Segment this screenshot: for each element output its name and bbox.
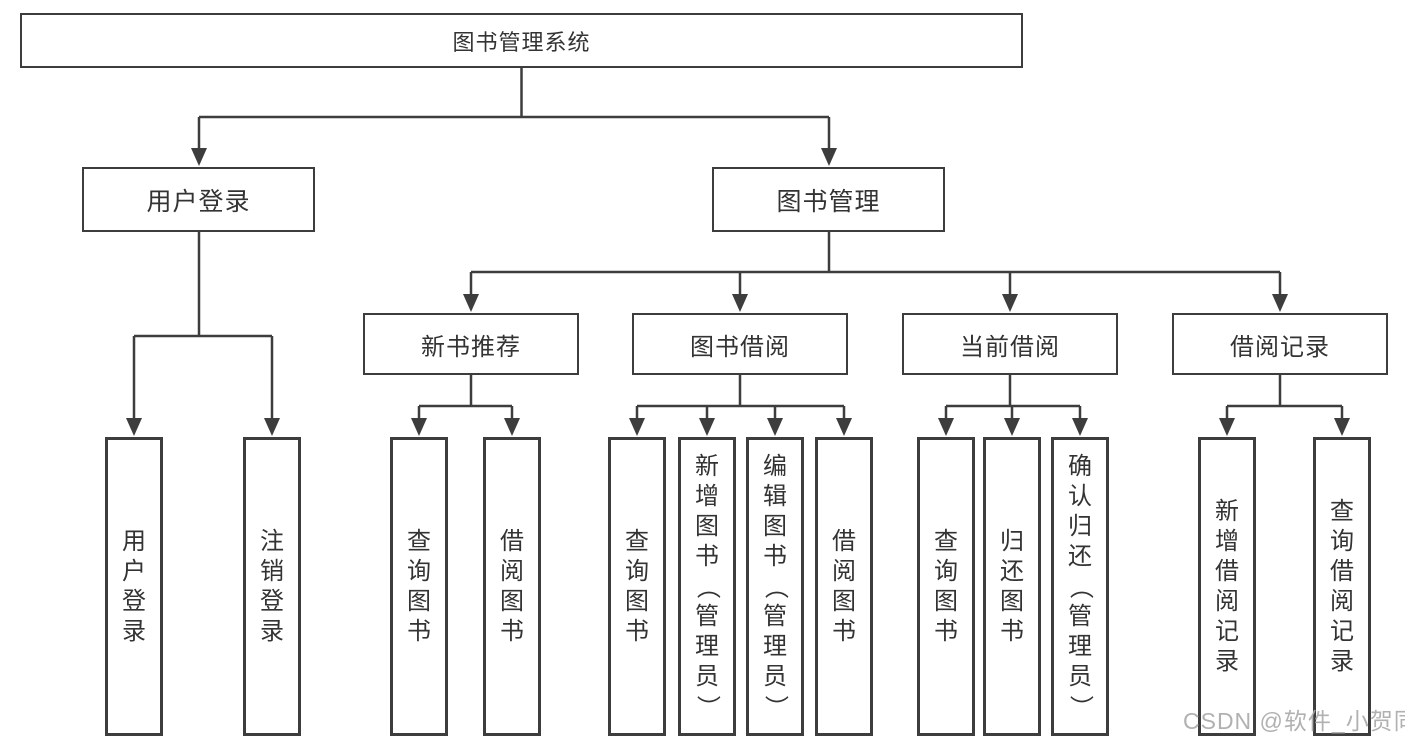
node-current-borrow-label: 当前借阅 — [960, 333, 1060, 361]
tree-branch-lines — [132, 68, 1344, 420]
leaf-query-books-recommend: 查询图书 — [390, 437, 448, 736]
node-root-label: 图书管理系统 — [452, 29, 591, 55]
leaf-borrow-books-recommend: 借阅图书 — [483, 437, 541, 736]
leaf-confirm-return-admin: 确认归还（管理员） — [1051, 437, 1109, 736]
leaf-logout: 注销登录 — [243, 437, 301, 736]
node-user-login: 用户登录 — [82, 167, 315, 232]
node-book-borrow-label: 图书借阅 — [690, 333, 790, 361]
node-user-login-label: 用户登录 — [146, 187, 251, 216]
node-new-book-recommend: 新书推荐 — [363, 313, 579, 375]
node-root: 图书管理系统 — [20, 13, 1023, 68]
node-book-borrow: 图书借阅 — [632, 313, 848, 375]
leaf-add-books-admin: 新增图书（管理员） — [678, 437, 736, 736]
node-book-management: 图书管理 — [712, 167, 945, 232]
leaf-return-books: 归还图书 — [983, 437, 1041, 736]
node-current-borrow: 当前借阅 — [902, 313, 1118, 375]
leaf-add-borrow-record: 新增借阅记录 — [1198, 437, 1256, 736]
node-book-management-label: 图书管理 — [776, 187, 881, 216]
leaf-query-books-current: 查询图书 — [917, 437, 975, 736]
arrowhead-icons — [126, 148, 1350, 436]
node-borrow-records-label: 借阅记录 — [1230, 333, 1330, 361]
leaf-edit-books-admin: 编辑图书（管理员） — [746, 437, 804, 736]
watermark: CSDN @软件_小贺同学 — [1183, 708, 1405, 734]
leaf-query-books-borrow: 查询图书 — [608, 437, 666, 736]
leaf-borrow-books: 借阅图书 — [815, 437, 873, 736]
node-borrow-records: 借阅记录 — [1172, 313, 1388, 375]
leaf-user-login: 用户登录 — [105, 437, 163, 736]
leaf-query-borrow-record: 查询借阅记录 — [1313, 437, 1371, 736]
node-new-book-recommend-label: 新书推荐 — [421, 333, 521, 361]
